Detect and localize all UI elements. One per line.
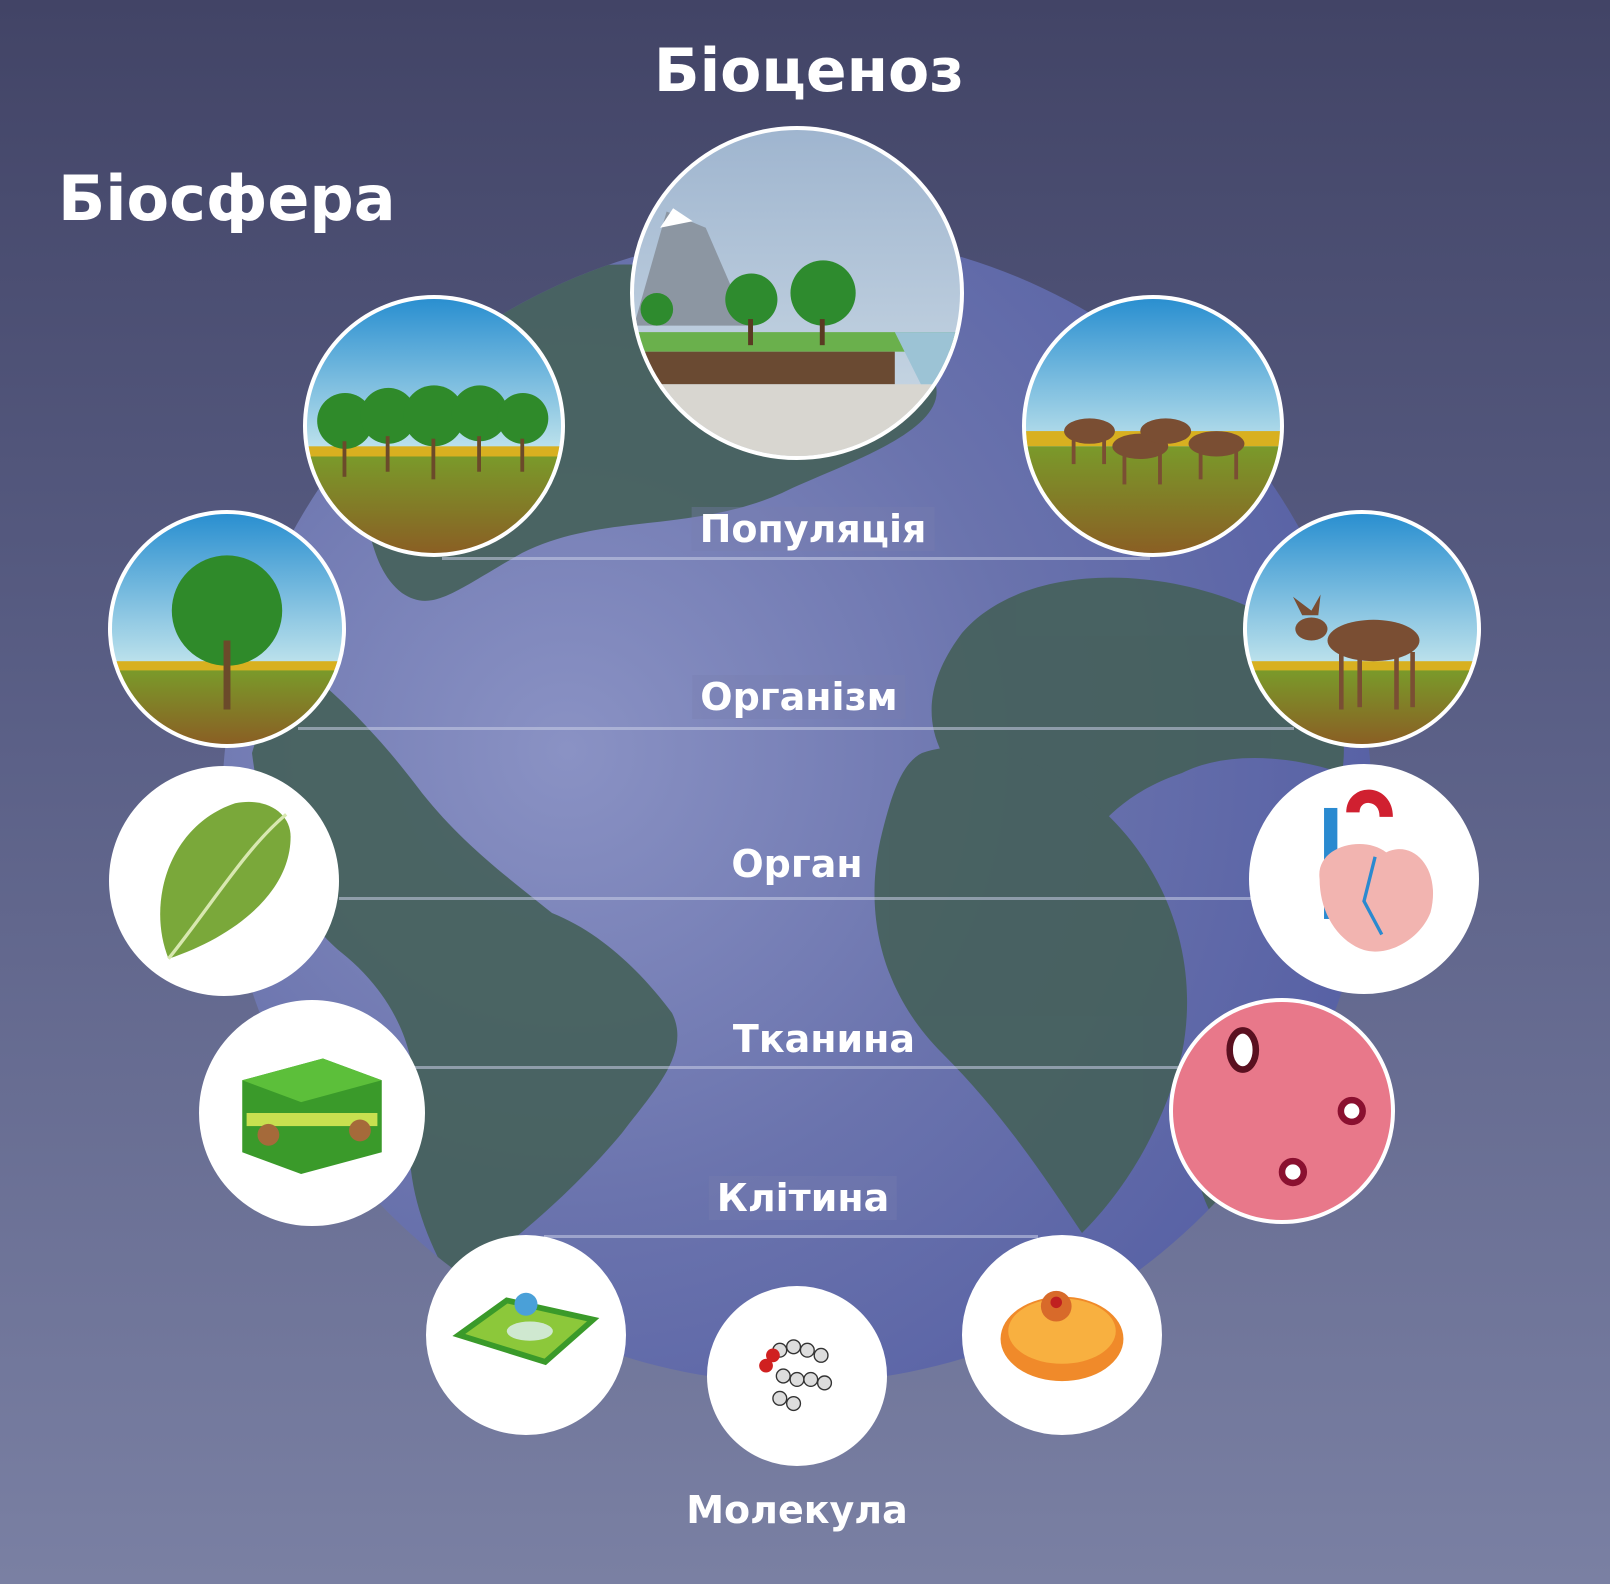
tissue-level-line (411, 1066, 1181, 1069)
tissue-label: Тканина (732, 1017, 916, 1061)
organ-label: Орган (731, 842, 863, 886)
organism-level-line (298, 727, 1294, 730)
population-forest-image (303, 295, 565, 557)
biosphere-title: Біосфера (58, 162, 396, 235)
molecule-label: Молекула (686, 1488, 908, 1532)
population-label: Популяція (691, 507, 935, 551)
organ-leaf-image (109, 766, 339, 996)
biocenosis-title: Біоценоз (653, 36, 965, 106)
organism-label: Організм (692, 675, 906, 719)
cell-label: Клітина (708, 1176, 898, 1220)
cell-animal-cell-image (962, 1235, 1162, 1435)
molecule-image (707, 1286, 887, 1466)
cell-plant-cell-image (426, 1235, 626, 1435)
tissue-bone-image (1169, 998, 1395, 1224)
organ-heart-image (1249, 764, 1479, 994)
biocenosis-image (630, 126, 964, 460)
organism-moose-image (1243, 510, 1481, 748)
population-moose-herd-image (1022, 295, 1284, 557)
organism-tree-image (108, 510, 346, 748)
population-level-line (442, 557, 1150, 560)
cell-level-line (544, 1235, 1038, 1238)
organ-level-line (339, 897, 1253, 900)
tissue-leaf-section-image (199, 1000, 425, 1226)
